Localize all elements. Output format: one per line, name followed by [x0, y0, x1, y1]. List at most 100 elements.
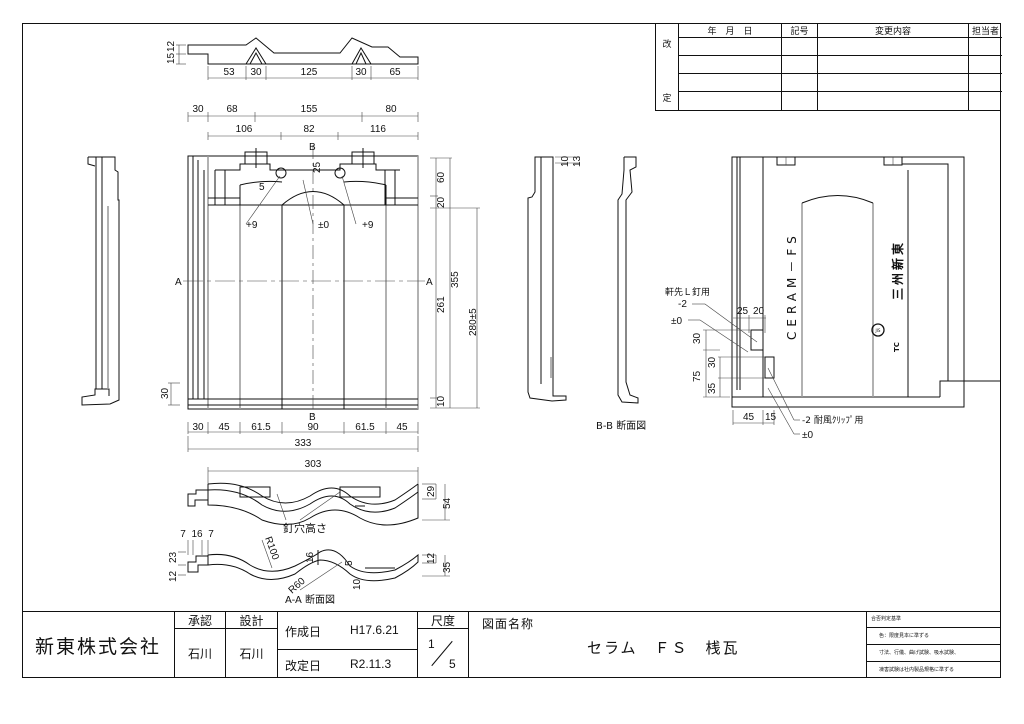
dim-label: 355 — [450, 271, 461, 288]
dim-label: 155 — [301, 104, 318, 115]
dim-label: 30 — [192, 104, 204, 115]
jis-mark-icon — [871, 323, 885, 337]
approve-label: 承認 — [175, 612, 226, 629]
revision-header-person: 担当者 — [971, 26, 999, 37]
dim-label: 20 — [753, 306, 765, 317]
criteria-line-3: 凍害試験は社内製品規格に準ずる — [879, 667, 955, 673]
dim-label: 45 — [396, 422, 408, 433]
plan-view: B B A A 25 5 +9 ±0 +9 60 20 261 10 355 2… — [160, 142, 480, 452]
annotation-minus2: -2 — [678, 299, 687, 310]
annotation-5: 5 — [259, 182, 265, 193]
scale-label: 尺度 — [418, 612, 469, 629]
revised-date: R2.11.3 — [350, 657, 392, 671]
revised-row: 改定日 R2.11.3 — [278, 650, 418, 678]
revision-header-mark: 記号 — [790, 26, 809, 37]
dim-label: 10 — [352, 578, 363, 590]
dim-label: 29 — [426, 485, 437, 497]
dim-label: 54 — [442, 497, 453, 509]
criteria-title: 合否判定基準 — [871, 616, 902, 622]
annotation-plus9: +9 — [246, 220, 258, 231]
dim-label: 7 — [180, 529, 186, 540]
criteria-line-1: 色：限度見本に準ずる — [879, 633, 930, 639]
dim-label: 65 — [389, 67, 401, 78]
dim-label: 16 — [305, 551, 316, 563]
dim-label: 280±5 — [468, 308, 479, 336]
revision-header-content: 変更内容 — [874, 26, 911, 37]
section-marker-b: B — [309, 412, 316, 423]
dim-label: 53 — [223, 67, 235, 78]
dim-label: 10 — [560, 155, 571, 167]
section-marker-a: A — [426, 277, 433, 288]
dim-label: 61.5 — [251, 422, 271, 433]
dim-label: 30 — [707, 356, 718, 368]
scale-numerator: 1 — [428, 637, 435, 651]
dim-label: 15 — [765, 412, 777, 423]
design-name: 石川 — [226, 629, 278, 678]
created-row: 作成日 H17.6.21 — [278, 612, 418, 650]
company-name: 新東株式会社 — [22, 612, 175, 678]
overall-width: 333 — [295, 438, 312, 449]
criteria-box: 合否判定基準 色：限度見本に準ずる 寸法、行儀、曲げ試験、吸水試験、 凍害試験は… — [866, 612, 1001, 678]
dim-label: 90 — [307, 422, 319, 433]
approve-name: 石川 — [175, 629, 226, 678]
dim-label: 30 — [192, 422, 204, 433]
dim-height: 12 — [166, 40, 177, 52]
dim-label: 261 — [436, 296, 447, 313]
dim-label: 35 — [707, 382, 718, 394]
drawing-name-label: 図面名称 — [482, 617, 535, 631]
scale-value: 1 5 — [418, 629, 469, 678]
dim-label: 35 — [442, 561, 453, 573]
dim-label: 82 — [303, 124, 315, 135]
dim-label: 16 — [191, 529, 203, 540]
section-aa-caption: A-A 断面図 — [285, 593, 335, 606]
brand-text-ceram-fs: CERAM－FS — [785, 231, 799, 340]
top-profile-view: 15 12 53 30 125 30 65 — [166, 37, 419, 80]
dim-label: 45 — [218, 422, 230, 433]
criteria-line-2: 寸法、行儀、曲げ試験、吸水試験、 — [879, 650, 960, 656]
dim-label: 68 — [226, 104, 238, 115]
nail-hole-height-label: 釘穴高さ — [283, 521, 327, 535]
dim-label: 13 — [572, 155, 583, 167]
dim-label: 10 — [436, 395, 447, 407]
revised-label: 改定日 — [285, 659, 322, 673]
dim-label: 25 — [737, 306, 749, 317]
dim-label: 5 — [344, 560, 355, 566]
created-date: H17.6.21 — [350, 623, 399, 637]
dim-label: 7 — [208, 529, 214, 540]
dim-label: 30 — [692, 332, 703, 344]
drawing-name: セラム ＦＳ 桟瓦 — [587, 639, 740, 657]
left-side-view — [81, 156, 120, 406]
section-marker-b: B — [309, 142, 316, 153]
dim-label: 20 — [436, 196, 447, 208]
revision-header-date: 年 月 日 — [707, 26, 753, 37]
dim-label: 303 — [305, 459, 322, 470]
revision-side-label: 定 — [662, 93, 672, 104]
eave-nail-label: 軒先Ｌ釘用 — [665, 286, 710, 298]
dim-label: 80 — [385, 104, 397, 115]
design-label: 設計 — [226, 612, 278, 629]
radius-label: R60 — [287, 575, 308, 596]
jis-mark: JIS — [875, 328, 881, 333]
dim-label: 125 — [301, 67, 318, 78]
dim-label: 12 — [426, 552, 437, 564]
dim-label: 30 — [355, 67, 367, 78]
dim-label: 12 — [168, 570, 179, 582]
section-bb-view: 10 13 B-B 断面図 — [527, 155, 646, 432]
annotation-pm0: ±0 — [318, 220, 329, 231]
dim-label: 116 — [370, 124, 386, 135]
annotation-pm0: ±0 — [671, 316, 682, 327]
dim-label: 60 — [436, 171, 447, 183]
maker-text: 三州新東 — [890, 240, 905, 300]
revision-side-label: 改 — [662, 39, 672, 50]
dim-height: 15 — [166, 52, 177, 64]
section-marker-a: A — [175, 277, 182, 288]
dim-label: 45 — [743, 412, 755, 423]
wind-clip-label: -2 耐風ｸﾘｯﾌﾟ用 — [802, 414, 863, 426]
revision-table: 改 定 年 月 日 記号 変更内容 担当者 — [655, 23, 1002, 111]
dim-label: 75 — [692, 370, 703, 382]
title-block: 新東株式会社 承認 石川 設計 石川 作成日 H17.6.21 改定日 R2.1… — [22, 611, 1001, 678]
tc-mark: TC — [893, 342, 901, 352]
section-aa-view: 303 29 54 釘穴高さ 7 16 7 12 23 R100 16 R60 … — [168, 459, 453, 606]
scale-denominator: 5 — [449, 657, 456, 671]
